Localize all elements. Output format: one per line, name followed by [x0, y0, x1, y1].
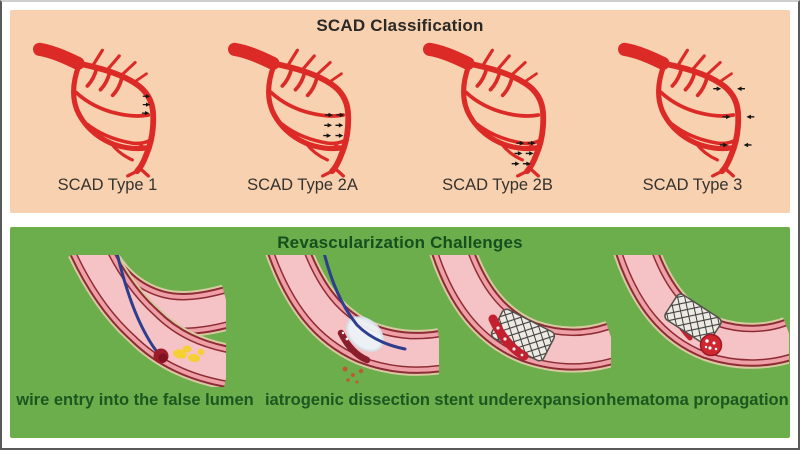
plaque-icon [173, 345, 205, 363]
challenges-figure-row: wire entry into the false lumen [10, 255, 790, 410]
guidewire-icon [322, 255, 406, 351]
hematoma-propagation-label: hematoma propagation [606, 391, 789, 409]
challenges-panel: Revascularization Challenges [10, 227, 790, 438]
dissection-flap-icon [337, 329, 370, 364]
coronary-tree-type-1-icon [33, 34, 183, 180]
stent-underexpansion-figure: stent underexpansion [435, 255, 605, 410]
hematoma-ball-icon [699, 333, 722, 357]
hematoma-propagation-icon [607, 255, 789, 387]
scad-type-2b-label: SCAD Type 2B [442, 176, 553, 194]
coronary-tree-type-3-icon [618, 34, 754, 180]
scad-type-3-figure: SCAD Type 3 [595, 36, 790, 195]
classification-panel: SCAD Classification SCAD Type 1 [10, 10, 790, 213]
wire-entry-false-lumen-icon [44, 255, 226, 387]
wire-entry-figure: wire entry into the false lumen [10, 255, 260, 410]
iatrogenic-dissection-figure: iatrogenic dissection [260, 255, 435, 410]
iatrogenic-dissection-icon [257, 255, 439, 384]
coronary-tree-type-2a-icon [228, 34, 378, 180]
scad-type-2b-figure: SCAD Type 2B [400, 36, 595, 195]
stent-underexpansion-label: stent underexpansion [434, 391, 606, 409]
scad-type-3-label: SCAD Type 3 [642, 176, 743, 194]
coronary-tree-type-2b-icon [423, 34, 573, 180]
iatrogenic-dissection-label: iatrogenic dissection [264, 391, 431, 409]
stent-icon [663, 293, 722, 345]
hematoma-propagation-figure: hematoma propagation [605, 255, 790, 410]
wire-entry-label: wire entry into the false lumen [16, 391, 254, 409]
classification-figure-row: SCAD Type 1 SCAD Type 2A [10, 36, 790, 195]
guidewire-icon [115, 255, 162, 357]
wire-tip-hematoma-icon [153, 348, 169, 364]
scad-type-2a-label: SCAD Type 2A [247, 176, 358, 194]
scad-type-1-label: SCAD Type 1 [57, 176, 158, 194]
scad-type-1-figure: SCAD Type 1 [10, 36, 205, 195]
contrast-extravasation-icon [342, 366, 363, 384]
challenges-title: Revascularization Challenges [277, 233, 523, 252]
stent-underexpansion-icon [429, 255, 611, 387]
classification-title: SCAD Classification [316, 16, 484, 35]
scad-type-2a-figure: SCAD Type 2A [205, 36, 400, 195]
